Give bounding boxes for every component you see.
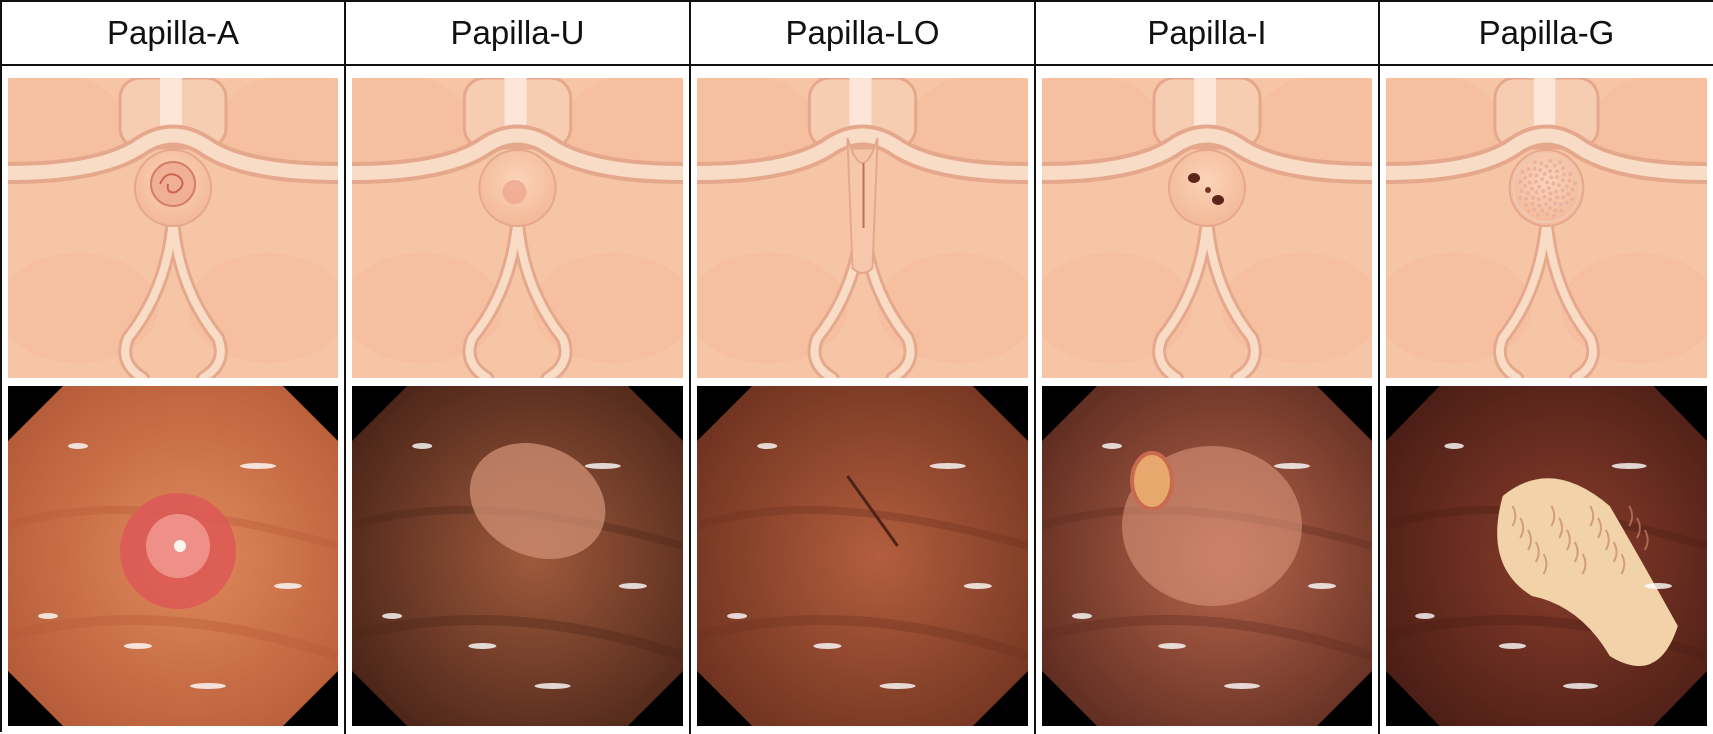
header-papilla-lo: Papilla-LO [691,2,1036,66]
specular-highlight [1612,463,1647,469]
specular-highlight [1444,443,1463,449]
specular-highlight [964,583,992,589]
specular-highlight [1274,463,1310,469]
specular-highlight [1499,643,1526,649]
flat-orifice [502,180,526,204]
specular-highlight [1224,683,1260,689]
column-label: Papilla-A [107,14,239,52]
specular-highlight [1102,443,1122,449]
illustration-papilla-g [1380,66,1713,382]
mucosa [352,386,683,726]
header-papilla-u: Papilla-U [346,2,691,66]
specular-highlight [930,463,966,469]
specular-highlight [274,583,302,589]
illustration-papilla-i [1036,66,1380,382]
endoscopy-image [352,386,683,726]
endoscopy-photo-papilla-g [1380,382,1713,734]
specular-highlight [1072,613,1092,619]
column-label: Papilla-U [451,14,585,52]
endoscopy-image [1042,386,1372,726]
specular-highlight [585,463,621,469]
endoscopy-image [697,386,1028,726]
orifice-dot [1212,195,1224,205]
specular-highlight [813,643,841,649]
orifice [1132,453,1172,509]
specular-highlight [38,613,58,619]
papilla-illustration [1386,78,1707,378]
specular-highlight [1645,583,1672,589]
specular-highlight [382,613,402,619]
orifice-dot [1188,173,1200,183]
specular-highlight [619,583,647,589]
endoscopy-photo-papilla-i [1036,382,1380,734]
endoscopy-image [8,386,338,726]
mucosa [697,386,1028,726]
illustration-papilla-u [346,66,691,382]
specular-highlight [727,613,747,619]
header-papilla-g: Papilla-G [1380,2,1713,66]
specular-highlight [880,683,916,689]
specular-highlight [68,443,88,449]
specular-highlight [1563,683,1598,689]
papilla-illustration [352,78,683,378]
illustration-papilla-lo [691,66,1036,382]
orifice-dot [1205,187,1211,193]
endoscopy-image [1386,386,1707,726]
specular-highlight [1158,643,1186,649]
specular-highlight [190,683,226,689]
specular-highlight [757,443,777,449]
specular-highlight [468,643,496,649]
papilla-illustration [1042,78,1372,378]
illustration-papilla-a [2,66,346,382]
column-label: Papilla-G [1479,14,1615,52]
endoscopy-photo-papilla-u [346,382,691,734]
specular-highlight [240,463,276,469]
column-label: Papilla-LO [785,14,939,52]
header-papilla-a: Papilla-A [2,2,346,66]
specular-highlight [1308,583,1336,589]
papilla-illustration [8,78,338,378]
specular-highlight [1415,613,1434,619]
specular-highlight [535,683,571,689]
header-papilla-i: Papilla-I [1036,2,1380,66]
column-label: Papilla-I [1147,14,1266,52]
specular-highlight [412,443,432,449]
papilla-illustration [697,78,1028,378]
endoscopy-photo-papilla-lo [691,382,1036,734]
specular-highlight [124,643,152,649]
endoscopy-photo-papilla-a [2,382,346,734]
